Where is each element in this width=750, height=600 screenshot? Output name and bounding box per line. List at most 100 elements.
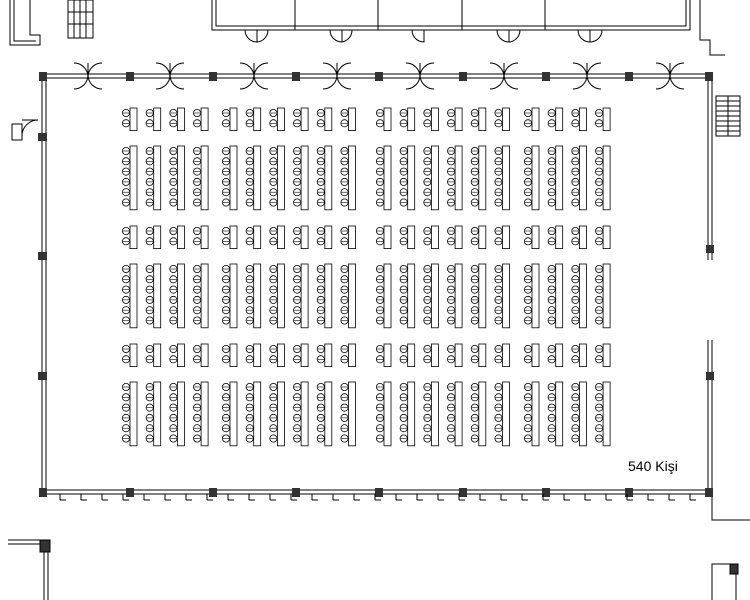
chair bbox=[423, 146, 432, 155]
chair bbox=[122, 344, 131, 353]
desk bbox=[153, 381, 162, 447]
door-leaf[interactable] bbox=[586, 62, 602, 78]
chair bbox=[524, 424, 533, 433]
double-door[interactable] bbox=[155, 62, 185, 90]
chair bbox=[447, 264, 456, 273]
door-swing bbox=[155, 74, 171, 90]
chair bbox=[340, 382, 349, 391]
desk bbox=[531, 263, 540, 329]
chair bbox=[524, 434, 533, 443]
chair bbox=[447, 109, 456, 118]
double-door[interactable] bbox=[572, 62, 602, 90]
door-leaf[interactable] bbox=[405, 62, 421, 78]
pillar bbox=[459, 488, 467, 497]
chair bbox=[169, 119, 178, 128]
chair bbox=[524, 237, 533, 246]
door-leaf[interactable] bbox=[655, 62, 671, 78]
pillar bbox=[706, 372, 714, 380]
chair bbox=[547, 424, 556, 433]
desk bbox=[153, 107, 162, 132]
double-door[interactable] bbox=[489, 62, 519, 90]
pillar bbox=[39, 488, 47, 497]
chair bbox=[595, 146, 604, 155]
chair bbox=[571, 382, 580, 391]
desk bbox=[200, 145, 209, 211]
door-leaf[interactable] bbox=[87, 62, 103, 78]
desk bbox=[229, 107, 238, 132]
chair bbox=[470, 382, 479, 391]
chair bbox=[245, 403, 254, 412]
chair bbox=[169, 226, 178, 235]
left-door[interactable] bbox=[11, 119, 39, 141]
door-leaf[interactable] bbox=[322, 62, 338, 78]
chair bbox=[340, 157, 349, 166]
chair bbox=[316, 264, 325, 273]
chair bbox=[494, 295, 503, 304]
chair bbox=[571, 344, 580, 353]
door-leaf[interactable] bbox=[419, 62, 435, 78]
chair bbox=[447, 167, 456, 176]
chair bbox=[595, 393, 604, 402]
door-leaf[interactable] bbox=[169, 62, 185, 78]
double-door[interactable] bbox=[73, 62, 103, 90]
door-leaf[interactable] bbox=[21, 119, 39, 137]
chair bbox=[293, 316, 302, 325]
door-leaf[interactable] bbox=[489, 62, 505, 78]
chair bbox=[375, 316, 384, 325]
chair bbox=[571, 424, 580, 433]
chair bbox=[375, 355, 384, 364]
chair bbox=[245, 157, 254, 166]
chair bbox=[169, 344, 178, 353]
double-door[interactable] bbox=[405, 62, 435, 90]
desk bbox=[176, 263, 185, 329]
door-leaf[interactable] bbox=[253, 62, 269, 78]
desk bbox=[229, 225, 238, 250]
chair bbox=[571, 275, 580, 284]
chair bbox=[447, 146, 456, 155]
pillar bbox=[705, 72, 713, 81]
chair bbox=[399, 119, 408, 128]
chair bbox=[169, 403, 178, 412]
door-leaf[interactable] bbox=[155, 62, 171, 78]
chair bbox=[169, 167, 178, 176]
door-leaf[interactable] bbox=[572, 62, 588, 78]
chair bbox=[340, 177, 349, 186]
desk bbox=[531, 381, 540, 447]
desk bbox=[383, 107, 392, 132]
desk bbox=[502, 381, 510, 447]
side-door[interactable] bbox=[11, 119, 39, 141]
door-leaf[interactable] bbox=[503, 62, 519, 78]
chair bbox=[524, 146, 533, 155]
chair bbox=[169, 237, 178, 246]
chair bbox=[375, 167, 384, 176]
double-door[interactable] bbox=[322, 62, 352, 90]
pillar bbox=[625, 72, 633, 81]
chair bbox=[494, 177, 503, 186]
pillar bbox=[126, 488, 134, 497]
desk bbox=[229, 145, 238, 211]
door-leaf[interactable] bbox=[73, 62, 89, 78]
door-leaf[interactable] bbox=[336, 62, 352, 78]
double-door[interactable] bbox=[239, 62, 269, 90]
chair bbox=[269, 413, 278, 422]
chair bbox=[470, 177, 479, 186]
top-left-structures bbox=[9, 0, 94, 46]
chair bbox=[595, 157, 604, 166]
desk bbox=[300, 343, 309, 368]
door-leaf[interactable] bbox=[239, 62, 255, 78]
desk bbox=[200, 225, 209, 250]
chair bbox=[145, 382, 154, 391]
chair bbox=[221, 157, 230, 166]
pillar bbox=[38, 372, 47, 380]
chair bbox=[547, 434, 556, 443]
door-swing bbox=[669, 74, 685, 90]
chair bbox=[169, 264, 178, 273]
door-leaf[interactable] bbox=[669, 62, 685, 78]
chair bbox=[423, 355, 432, 364]
chair bbox=[547, 403, 556, 412]
desk bbox=[454, 225, 463, 250]
double-door[interactable] bbox=[655, 62, 685, 90]
chair bbox=[316, 434, 325, 443]
pillar bbox=[39, 72, 47, 81]
desk bbox=[300, 263, 309, 329]
